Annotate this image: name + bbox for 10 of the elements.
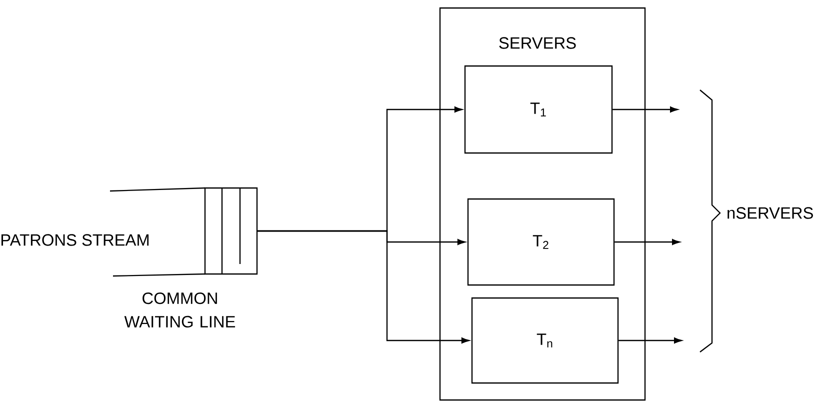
group-label: nSERVERS [728,207,813,219]
arrow [614,239,680,245]
arrow [618,338,682,344]
server-box: T$_{n}$ [471,297,619,384]
arrow [612,106,678,112]
server-box: T$_{2}$ [467,198,615,286]
server-box: T$_{1}$ [464,65,613,154]
queue-label: COMMON WAITING LINE [124,292,236,328]
queue-label: PATRONS STREAM [1,234,149,246]
arrow [258,230,470,344]
